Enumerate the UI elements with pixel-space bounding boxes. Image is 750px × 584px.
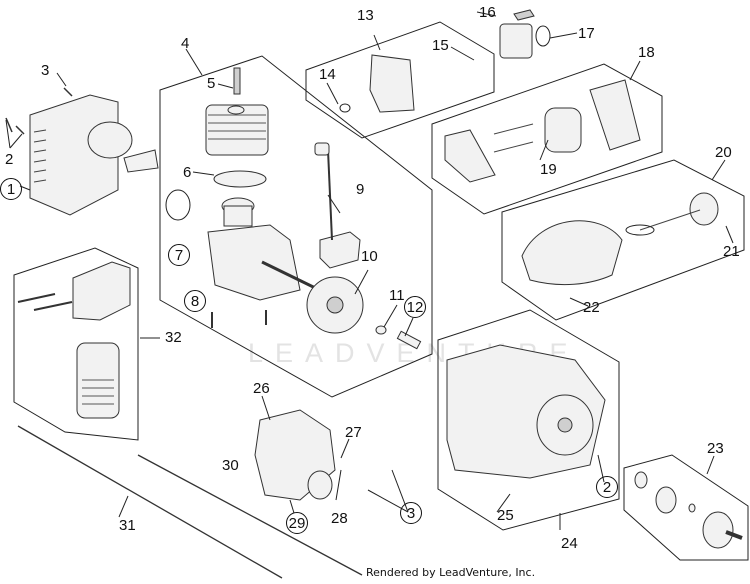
callout-18[interactable]: 18 [638, 44, 655, 61]
part-bolts-8 [211, 310, 267, 328]
part-ignition-coil [314, 142, 361, 269]
part-air-filter-housing [444, 79, 641, 183]
part-throttle-cable [17, 425, 363, 579]
group-box-18 [431, 63, 663, 215]
callout-7[interactable]: 7 [168, 244, 190, 266]
callout-14[interactable]: 14 [319, 66, 336, 83]
callout-1[interactable]: 1 [0, 178, 22, 200]
part-carburetor [499, 9, 551, 59]
group-box-20 [501, 159, 745, 321]
callout-16[interactable]: 16 [479, 4, 496, 21]
part-spark-plug [233, 67, 241, 95]
callout-4[interactable]: 4 [181, 35, 190, 52]
group-box-24 [437, 309, 620, 531]
callout-19[interactable]: 19 [540, 161, 557, 178]
part-washer-11 [375, 325, 387, 335]
callout-6[interactable]: 6 [183, 164, 192, 181]
part-cylinder [205, 104, 269, 156]
part-clutch [634, 471, 743, 549]
callout-27[interactable]: 27 [345, 424, 362, 441]
callout-11[interactable]: 11 [389, 287, 405, 304]
callout-5[interactable]: 5 [207, 75, 216, 92]
part-insulator [339, 54, 415, 113]
group-box-32 [13, 247, 139, 441]
part-fan-housing [254, 409, 336, 501]
footer-credit: Rendered by LeadVenture, Inc. [366, 566, 536, 579]
part-sleeve-12 [396, 330, 422, 350]
callout-2-recoil[interactable]: 2 [596, 476, 618, 498]
part-cylinder-shroud [29, 94, 159, 216]
callout-20[interactable]: 20 [715, 144, 732, 161]
part-crankcase [207, 197, 341, 302]
callout-29[interactable]: 29 [286, 512, 308, 534]
callout-13[interactable]: 13 [357, 7, 374, 24]
part-oring-7 [165, 189, 191, 221]
part-muffler [17, 261, 131, 419]
callout-2[interactable]: 2 [5, 151, 14, 168]
callout-10[interactable]: 10 [361, 248, 378, 265]
callout-25[interactable]: 25 [497, 507, 514, 524]
callout-12[interactable]: 12 [404, 296, 426, 318]
callout-30[interactable]: 30 [222, 457, 239, 474]
callout-24[interactable]: 24 [561, 535, 578, 552]
callout-9[interactable]: 9 [356, 181, 365, 198]
callout-26[interactable]: 26 [253, 380, 270, 397]
callout-23[interactable]: 23 [707, 440, 724, 457]
part-flywheel [306, 276, 364, 334]
callout-21[interactable]: 21 [723, 243, 740, 260]
callout-3[interactable]: 3 [41, 62, 50, 79]
callout-28[interactable]: 28 [331, 510, 348, 527]
callout-32[interactable]: 32 [165, 329, 182, 346]
part-fuel-tank [521, 192, 719, 286]
group-box-23 [623, 454, 749, 561]
part-recoil-starter [446, 344, 606, 479]
part-gasket-6 [213, 170, 267, 188]
callout-8[interactable]: 8 [184, 290, 206, 312]
callout-17[interactable]: 17 [578, 25, 595, 42]
part-screws-2 [5, 87, 73, 135]
callout-22[interactable]: 22 [583, 299, 600, 316]
group-box-13 [305, 21, 495, 139]
callout-3-fan-housing[interactable]: 3 [400, 502, 422, 524]
callout-15[interactable]: 15 [432, 37, 449, 54]
group-box-4 [159, 55, 433, 398]
callout-31[interactable]: 31 [119, 517, 136, 534]
